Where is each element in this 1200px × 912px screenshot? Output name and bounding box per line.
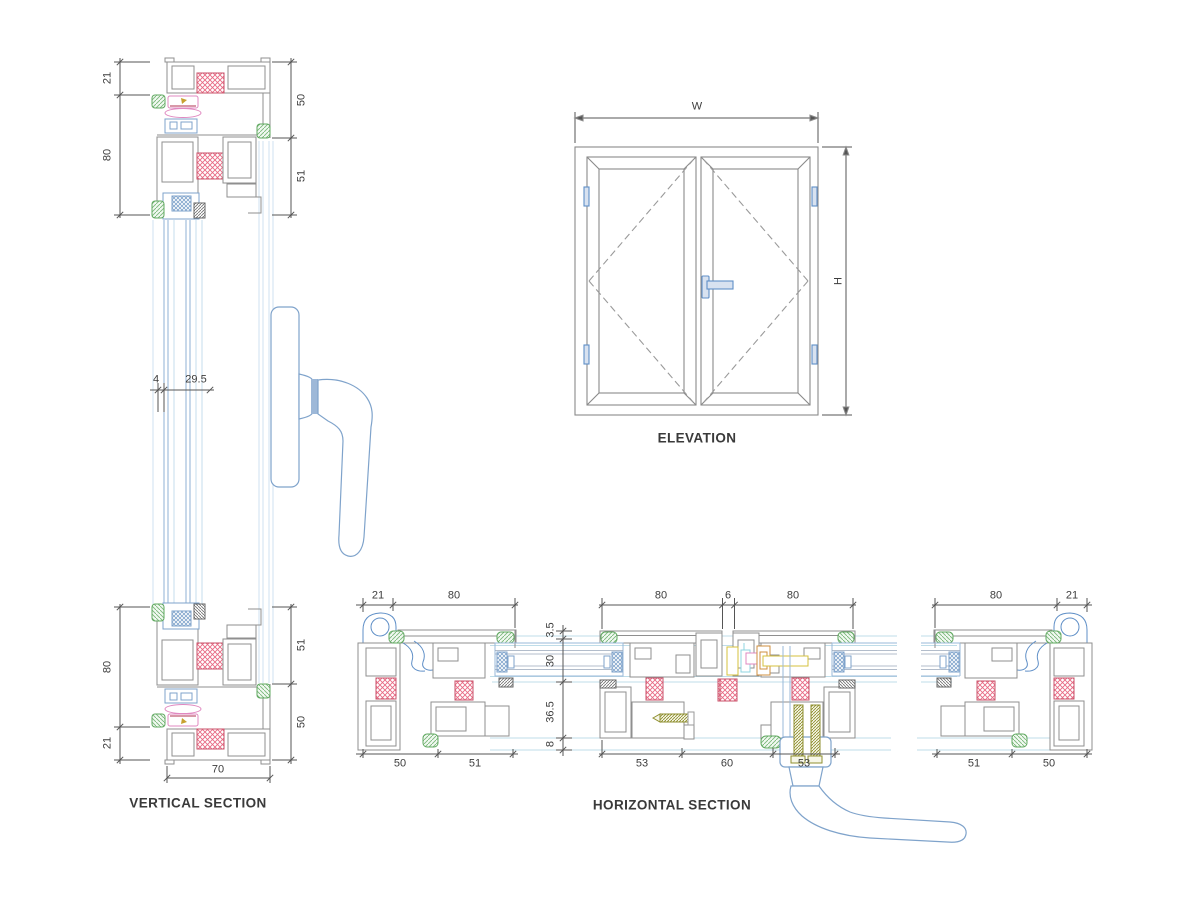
dim-glass-pane: 4 [152,373,160,386]
dim-hz-mid-bot-60: 60 [720,757,734,770]
fixing-screw-icon [651,711,695,726]
glazing-unit-right [831,642,961,677]
dim-elevation-width: W [691,100,703,113]
dim-hz-right-bot-51: 51 [967,757,981,770]
opening-direction-lines [588,159,809,403]
window-handle-side-view [270,306,373,557]
glazing-unit-left [494,642,624,677]
dim-hz-depth-8: 8 [544,740,557,748]
window-handle-front-view [701,275,734,299]
dim-hz-mid-top-80a: 80 [654,589,668,602]
dim-vs-bot-right-50: 50 [295,715,308,729]
dim-vs-top-right-50: 50 [295,93,308,107]
vertical-section-title: VERTICAL SECTION [129,795,267,811]
dim-vs-top-right-51: 51 [295,169,308,183]
dim-hz-mid-bot-53a: 53 [635,757,649,770]
dim-hz-left-top-80: 80 [447,589,461,602]
dim-hz-left-top-21: 21 [371,589,385,602]
handle-screws [790,704,823,764]
dim-glass-unit: 29.5 [185,373,207,386]
dim-hz-left-bot-51: 51 [468,757,482,770]
hinge-icons [583,186,818,365]
dim-hz-mid-top-80b: 80 [786,589,800,602]
dim-vs-bot-left-21: 21 [101,736,114,750]
dim-hz-right-top-80: 80 [989,589,1003,602]
dim-vs-top-left-21: 21 [101,71,114,85]
dim-hz-right-top-21: 21 [1065,589,1079,602]
dim-hz-mid-bot-53b: 53 [797,757,811,770]
dim-hz-depth-30: 30 [544,654,557,668]
horizontal-section-drawing [356,598,1093,843]
dim-hz-mid-top-6: 6 [724,589,732,602]
dim-hz-depth-3-5: 3.5 [544,622,557,638]
vertical-section-drawing [114,57,373,783]
dim-vs-bot-left-80: 80 [101,660,114,674]
dim-elevation-height: H [832,277,845,285]
elevation-title: ELEVATION [657,430,737,446]
elevation-drawing [574,112,852,416]
dim-hz-right-bot-50: 50 [1042,757,1056,770]
dim-vs-bot-right-51: 51 [295,638,308,652]
dim-vs-width-70: 70 [211,763,225,776]
dim-hz-left-bot-50: 50 [393,757,407,770]
horizontal-section-title: HORIZONTAL SECTION [592,797,752,813]
dim-hz-depth-36-5: 36.5 [544,701,557,723]
dim-vs-top-left-80: 80 [101,148,114,162]
lock-hardware [726,643,809,749]
